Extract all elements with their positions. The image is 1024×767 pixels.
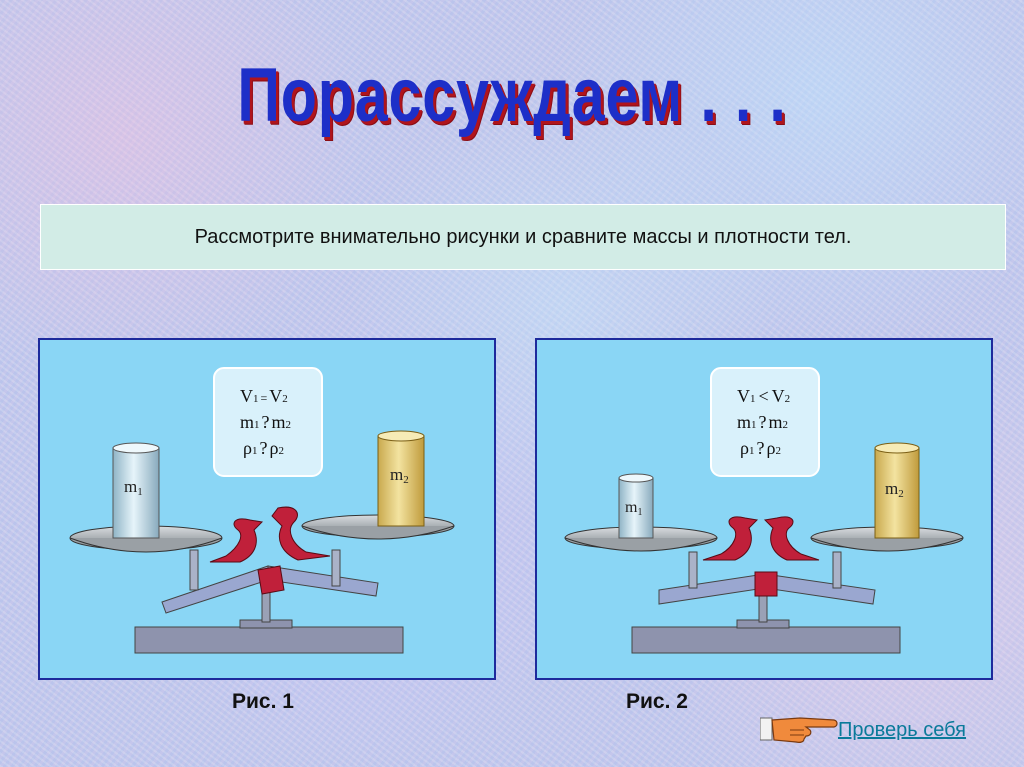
scale-beam-left — [161, 565, 269, 614]
formula-2-line-3: ρ1?ρ2 — [740, 438, 781, 458]
body-m2-label: m2 — [390, 465, 409, 486]
body-m1-label: m1 — [124, 477, 143, 498]
figure-1-caption: Рис. 1 — [232, 690, 294, 713]
balance-scale-1: m1 m2 V1=V2 m1?m2 ρ1?ρ2 — [69, 367, 455, 654]
pointer-left — [702, 516, 759, 561]
formula-card-1 — [213, 367, 323, 477]
body-m2 — [874, 447, 920, 539]
figure-2-caption: Рис. 2 — [626, 690, 688, 713]
task-text: Рассмотрите внимательно рисунки и сравни… — [194, 225, 852, 248]
scale-pivot — [257, 565, 285, 595]
body-m1-label: m1 — [625, 499, 642, 518]
formula-1: V1=V2 m1?m2 ρ1?ρ2 — [240, 386, 291, 458]
pointing-hand-icon[interactable] — [760, 708, 840, 748]
formula-card-2 — [710, 367, 820, 477]
task-box: Рассмотрите внимательно рисунки и сравни… — [40, 204, 1006, 270]
formula-2: V1<V2 m1?m2 ρ1?ρ2 — [737, 386, 790, 458]
body-m2-label: m2 — [885, 479, 904, 500]
formula-1-line-2: m1?m2 — [240, 412, 291, 432]
formula-1-line-3: ρ1?ρ2 — [243, 438, 284, 458]
check-yourself-link[interactable]: Проверь себя — [838, 719, 966, 741]
pointer-left — [209, 518, 264, 563]
pointer-right — [763, 516, 820, 561]
scale-beam-right — [764, 573, 876, 605]
slide-title: Порассуждаем . . . — [237, 53, 787, 138]
formula-2-line-1: V1<V2 — [737, 386, 790, 406]
scale-base — [631, 626, 901, 654]
figure-2-panel: m1 m2 V1<V2 m1?m2 ρ1?ρ2 — [535, 338, 993, 680]
figure-1-panel: m1 m2 V1=V2 m1?m2 ρ1?ρ2 — [38, 338, 496, 680]
balance-scale-2: m1 m2 V1<V2 m1?m2 ρ1?ρ2 — [564, 367, 964, 654]
scale-pivot — [754, 571, 778, 597]
body-m1 — [618, 477, 654, 539]
formula-1-line-1: V1=V2 — [240, 386, 288, 406]
scale-beam-left — [658, 573, 766, 605]
scale-base — [134, 626, 404, 654]
formula-2-line-2: m1?m2 — [737, 412, 788, 432]
scale-beam-right — [267, 565, 379, 597]
pointer-right — [271, 506, 331, 561]
